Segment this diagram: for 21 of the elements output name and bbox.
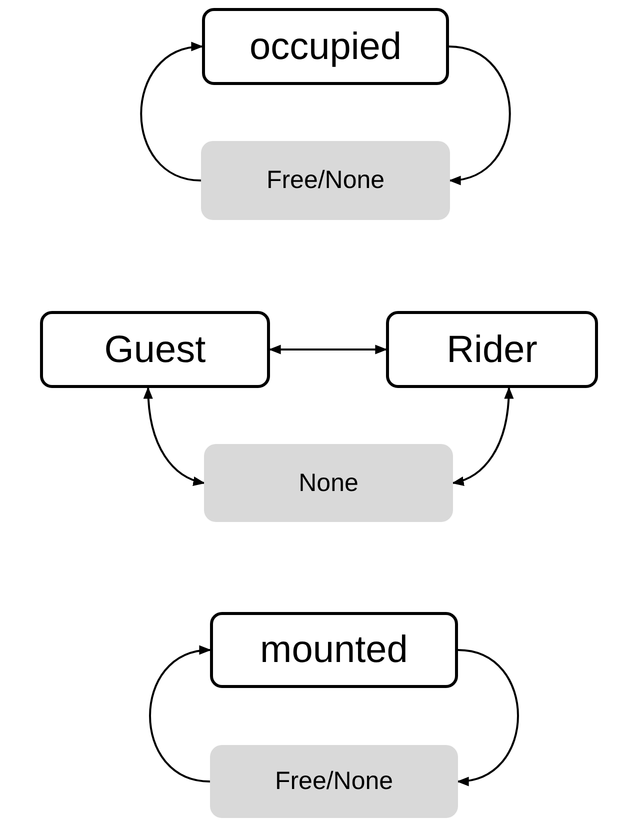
- state-box: [40, 311, 270, 388]
- state-label: Guest: [104, 330, 206, 368]
- arrow: [456, 649, 519, 785]
- state-box: [201, 141, 450, 220]
- arrow: [268, 344, 388, 354]
- state-box: [386, 311, 598, 388]
- state-box: [210, 612, 458, 688]
- state-label: occupied: [249, 28, 402, 66]
- arrow: [144, 386, 206, 486]
- arrow: [149, 646, 212, 782]
- state-label: mounted: [260, 631, 408, 669]
- arrow: [448, 46, 511, 184]
- state-box: [210, 745, 458, 818]
- arrow: [140, 43, 204, 182]
- state-label: Rider: [446, 330, 538, 368]
- state-box: [204, 444, 453, 522]
- state-label: None: [298, 470, 358, 496]
- state-box: [202, 8, 449, 85]
- state-label: Free/None: [274, 769, 394, 794]
- arrow: [452, 386, 514, 486]
- state-label: Free/None: [266, 168, 385, 193]
